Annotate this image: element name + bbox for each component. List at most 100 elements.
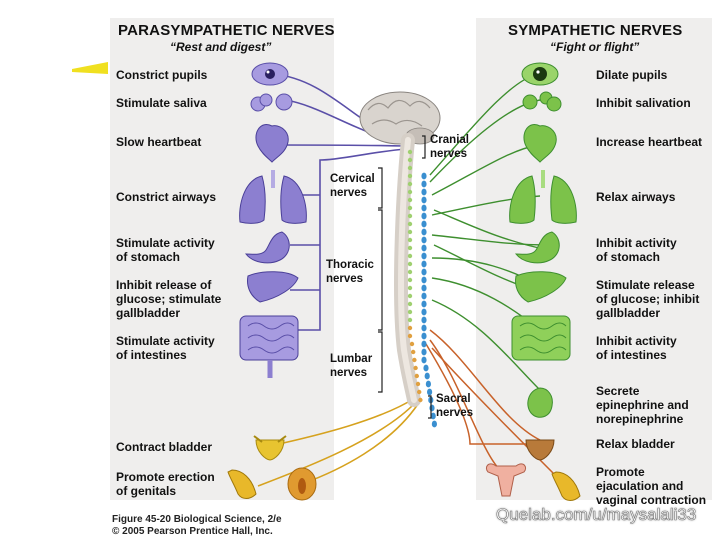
para-stomach-icon	[244, 231, 290, 264]
symp-effect-bladder: Relax bladder	[596, 437, 675, 451]
para-genitals-icon	[227, 467, 317, 501]
ganglion-bead	[421, 332, 427, 340]
para-effect-airways: Constrict airways	[116, 190, 217, 204]
lumbar-sympathetic-nerves	[425, 329, 561, 481]
figure-caption: Figure 45-20 Biological Science, 2/e © 2…	[112, 514, 282, 537]
vertebra-markers	[407, 149, 423, 403]
ganglion-bead	[430, 412, 436, 420]
sacral-nerves-label: Sacral nerves	[436, 393, 474, 419]
para-effect-intestines: Stimulate activity of intestines	[116, 334, 215, 362]
vertebra-marker	[415, 381, 421, 387]
vertebra-marker	[407, 213, 413, 219]
para-effect-bladder: Contract bladder	[116, 440, 213, 454]
vertebra-marker	[407, 165, 413, 171]
ganglion-bead	[421, 260, 427, 268]
vertebra-marker	[407, 277, 413, 283]
symp-effect-intestines: Inhibit activity of intestines	[596, 334, 677, 362]
ganglion-bead	[421, 204, 427, 212]
para-effect-heartbeat: Slow heartbeat	[116, 135, 202, 149]
symp-effect-glucose: Stimulate release of glucose; inhibit ga…	[596, 278, 700, 320]
ganglion-bead	[431, 420, 437, 428]
sympathetic-panel	[476, 18, 712, 500]
symp-adrenal-gland-icon	[527, 387, 553, 418]
ganglion-bead	[421, 340, 427, 348]
ganglion-bead	[421, 356, 427, 364]
vertebra-marker	[407, 245, 413, 251]
symp-salivary-gland-icon	[522, 91, 562, 112]
ganglion-bead	[423, 364, 429, 372]
region-brackets	[378, 135, 432, 419]
parasympathetic-title: PARASYMPATHETIC NERVES	[118, 22, 335, 39]
ganglion-bead	[421, 196, 427, 204]
spinal-cord	[394, 133, 421, 407]
thoracic-nerves-label: Thoracic nerves	[326, 259, 374, 285]
ganglion-bead	[425, 380, 431, 388]
ganglion-bead	[421, 276, 427, 284]
ganglion-bead	[424, 372, 430, 380]
vertebra-marker	[407, 205, 413, 211]
watermark: Quelab.com/u/maysalali33	[496, 505, 697, 525]
symp-stomach-icon	[514, 231, 560, 264]
para-heart-icon	[255, 124, 289, 163]
vertebra-marker	[407, 333, 413, 339]
ganglion-bead	[421, 212, 427, 220]
symp-heart-icon	[523, 124, 557, 163]
ganglion-bead	[421, 236, 427, 244]
brain	[359, 91, 441, 145]
cranial-nerves-label: Cranial nerves	[430, 134, 469, 160]
ganglion-bead	[421, 252, 427, 260]
lumbar-nerves-label: Lumbar nerves	[330, 353, 373, 379]
vertebra-marker	[409, 341, 415, 347]
ganglion-bead	[421, 180, 427, 188]
vertebra-marker	[407, 181, 413, 187]
vertebra-marker	[417, 389, 422, 395]
ganglion-bead	[421, 244, 427, 252]
vertebra-marker	[414, 373, 419, 379]
vertebra-marker	[407, 229, 413, 235]
cervical-nerves-label: Cervical nerves	[330, 173, 375, 199]
ganglion-bead	[421, 316, 427, 324]
vertebra-marker	[413, 365, 418, 371]
vertebra-marker	[407, 317, 413, 323]
symp-effect-stomach: Inhibit activity of stomach	[596, 236, 677, 264]
vertebra-marker	[407, 269, 413, 275]
vertebra-marker	[412, 357, 417, 363]
symp-effect-pupils: Dilate pupils	[596, 68, 668, 82]
vertebra-marker	[407, 197, 413, 203]
ganglion-bead	[421, 324, 427, 332]
ganglion-bead	[421, 284, 427, 292]
para-effect-pupils: Constrict pupils	[116, 68, 208, 82]
symp-liver-icon	[515, 271, 567, 303]
vertebra-marker	[407, 309, 413, 315]
vertebra-marker	[407, 261, 413, 267]
para-intestines-icon	[239, 315, 299, 378]
symp-eye-icon	[521, 62, 559, 86]
vertebra-marker	[407, 253, 413, 259]
ganglion-bead	[421, 228, 427, 236]
para-eye-icon	[251, 62, 289, 86]
ganglion-bead	[421, 308, 427, 316]
para-effect-stomach: Stimulate activity of stomach	[116, 236, 215, 264]
ganglion-bead	[421, 348, 427, 356]
vertebra-marker	[411, 349, 416, 355]
sympathetic-subtitle: “Fight or flight”	[550, 40, 640, 54]
symp-bladder-icon	[525, 439, 555, 461]
ganglion-bead	[421, 300, 427, 308]
vertebra-marker	[407, 149, 413, 155]
vertebra-marker	[407, 157, 413, 163]
symp-effect-salivation: Inhibit salivation	[596, 96, 691, 110]
pointer-highlight-icon	[72, 62, 108, 74]
sympathetic-title: SYMPATHETIC NERVES	[508, 22, 683, 39]
ganglion-bead	[421, 292, 427, 300]
vertebra-marker	[407, 221, 413, 227]
symp-effect-heartbeat: Increase heartbeat	[596, 135, 703, 149]
vertebra-marker	[407, 237, 413, 243]
ganglion-bead	[421, 220, 427, 228]
para-salivary-gland-icon	[250, 93, 293, 112]
parasympathetic-panel	[110, 18, 334, 500]
symp-intestines-icon	[511, 315, 571, 361]
vertebra-marker	[407, 301, 413, 307]
symp-effect-genitals: Promote ejaculation and vaginal contract…	[596, 465, 707, 507]
para-effect-genitals: Promote erection of genitals	[116, 470, 215, 498]
